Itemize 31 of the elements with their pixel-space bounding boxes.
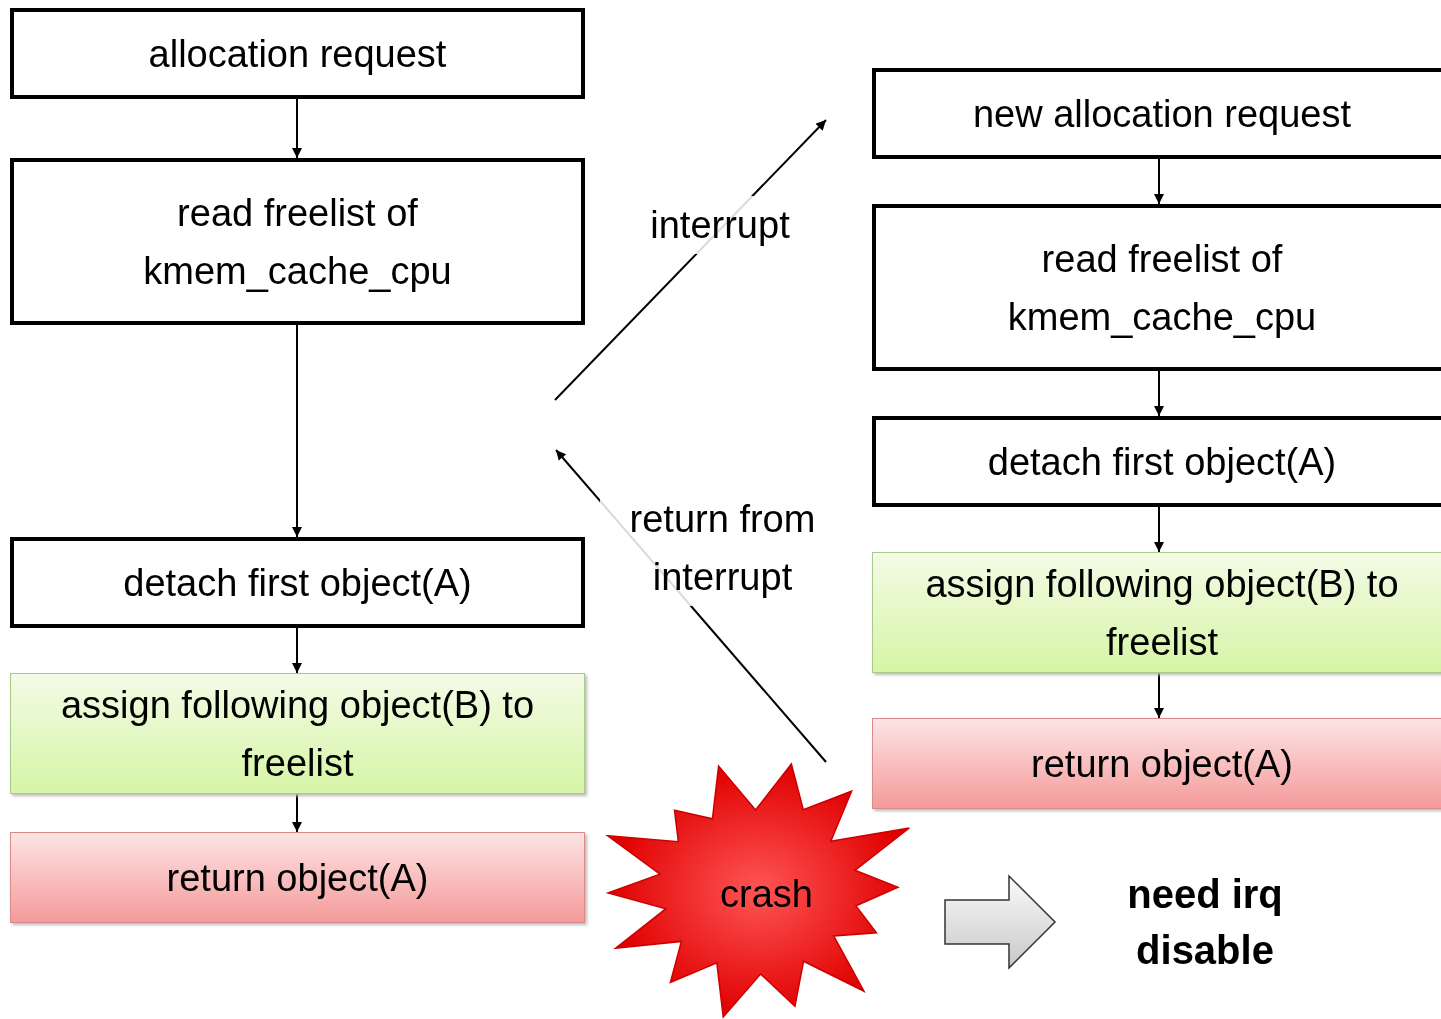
- process-box: [872, 416, 1441, 507]
- process-box: [872, 68, 1441, 159]
- process-box: [10, 537, 585, 628]
- arrow: [292, 793, 302, 833]
- box-label: assign following object(B) to freelist: [924, 561, 1400, 665]
- arrow: [1154, 370, 1164, 417]
- arrow: [1154, 672, 1164, 719]
- box-label: read freelist of kmem_cache_cpu: [1006, 236, 1318, 340]
- box-label: read freelist of kmem_cache_cpu: [142, 190, 453, 294]
- note-text: need irq disable: [1126, 871, 1284, 974]
- box-label: detach first object(A): [123, 560, 472, 606]
- arrow: [292, 98, 302, 159]
- box-label: allocation request: [148, 31, 447, 77]
- box-label: detach first object(A): [987, 439, 1337, 485]
- box-label: crash: [720, 871, 813, 917]
- process-box: [10, 8, 585, 99]
- process-box: [10, 832, 585, 923]
- box-label: return object(A): [166, 855, 429, 901]
- process-box: [10, 158, 585, 325]
- block-arrow: [944, 874, 1057, 970]
- box-label: new allocation request: [972, 91, 1352, 137]
- process-box: [872, 718, 1441, 809]
- box-label: assign following object(B) to freelist: [59, 682, 536, 786]
- process-box: [10, 673, 585, 794]
- box-label: return object(A): [1031, 741, 1293, 787]
- arrow: [1154, 158, 1164, 205]
- process-box: [872, 552, 1441, 673]
- process-box: [872, 204, 1441, 371]
- arrow: [1154, 506, 1164, 553]
- arrow: [292, 324, 302, 538]
- arrow: [292, 627, 302, 674]
